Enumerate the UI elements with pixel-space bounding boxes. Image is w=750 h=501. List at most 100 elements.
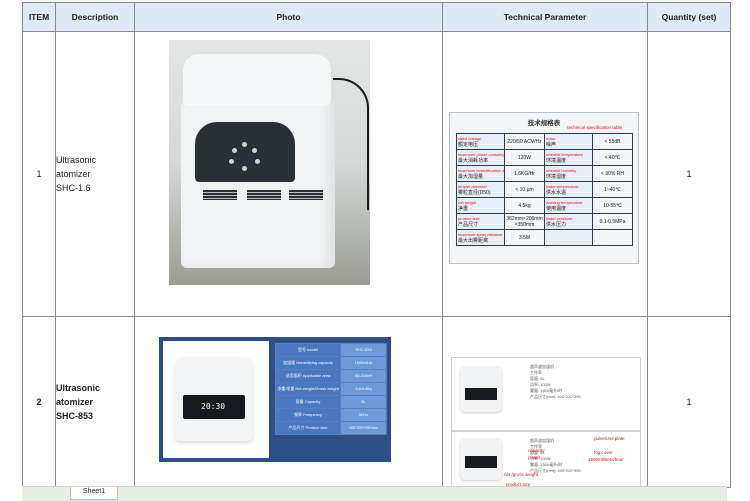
photo-spec-key: 容量 Capacity (275, 395, 341, 409)
spec-line: 容量: 6L (530, 376, 545, 381)
spec-cell: 4.5kg (504, 197, 545, 214)
description-line: atomizer (56, 169, 91, 179)
spec-line: 容量: 6L (530, 450, 545, 455)
description-cell[interactable]: Ultrasonic atomizer SHC-853 (55, 316, 135, 488)
item-number-cell[interactable]: 2 (22, 316, 56, 488)
spec-sheet-image[interactable]: 超声波加湿机 工作率 容量: 6L 功率: 100W 雾量: 1500毫升/时 … (451, 357, 641, 431)
spec-label: 环境温度 (546, 157, 567, 164)
spec-value: 362mm×206mm ×350mm (506, 215, 543, 228)
photo-spec-value: 50Hz (340, 408, 387, 422)
description-line: Ultrasonic (56, 155, 97, 165)
spec-label: 产品尺寸 (458, 221, 479, 228)
spec-label-en: maximum power consumption (458, 151, 505, 157)
item-number-cell[interactable]: 1 (22, 31, 56, 317)
spec-label-en: product size (458, 215, 480, 221)
spec-sheet-image[interactable]: 技术规格表 technical specification table rate… (449, 112, 639, 264)
description-line: atomizer (56, 397, 94, 407)
header-photo[interactable]: Photo (134, 2, 443, 32)
humidifier-thumbnail (460, 438, 502, 480)
spec-label: 噪声 (546, 141, 557, 148)
spec-label-en: water temperature (546, 183, 579, 189)
product-photo-shc16[interactable] (169, 40, 370, 285)
sheet-tab[interactable]: Sheet1 (70, 487, 118, 500)
spec-value: < 10 μm (515, 186, 534, 193)
photo-spec-key: 净重/毛重 Net weight/Gross weight (275, 382, 341, 396)
photo-spec-key: 型号 model (275, 343, 341, 357)
photo-spec-value: 3.6/4.8kg (340, 382, 387, 396)
spec-label: 环境湿度 (546, 173, 567, 180)
photo-spec-key: 频率 Frequency (275, 408, 341, 422)
technical-cell[interactable]: 技术规格表 technical specification table rate… (442, 31, 648, 317)
spec-label: 使用温度 (546, 205, 567, 212)
note-pulverizer: pulverizer plate (594, 436, 625, 441)
spec-label: 供水水温 (546, 189, 567, 196)
spec-lines: 超声波加湿机 工作率 容量: 6L 功率: 100W 雾量: 1500毫升/时 … (530, 364, 581, 400)
header-quantity[interactable]: Quantity (set) (647, 2, 731, 32)
note-fog-value: 1500ml/liters/hour (588, 457, 624, 462)
quantity-cell[interactable]: 1 (647, 31, 731, 317)
spec-line: 产品尺寸(mm): 400*220*350 (530, 394, 581, 399)
spec-cell: 0.1-0.5MPa (592, 213, 633, 230)
spec-value: 4.5kg (518, 202, 531, 209)
note-power: power (528, 455, 541, 460)
photo-cell[interactable] (134, 31, 443, 317)
spec-label: 供水压力 (546, 221, 567, 228)
spec-label-en: droplet diameter (458, 183, 487, 189)
spec-cell: < 90% RH (592, 165, 633, 182)
header-technical-parameter[interactable]: Technical Parameter (442, 2, 648, 32)
spec-cell: maximum humidification output最大加湿量 (456, 165, 505, 182)
spec-label-en: water pressure (546, 215, 573, 221)
spec-label: 净重 (458, 205, 469, 212)
indicator-icon (229, 159, 234, 164)
knob-icon (242, 142, 247, 147)
photo-spec-key: 产品尺寸 Product size (275, 421, 341, 435)
note-weight: net /gross weight (504, 472, 539, 477)
photo-spec-value: 5L (340, 395, 387, 409)
spec-cell: < 55dB (592, 133, 633, 150)
header-description[interactable]: Description (55, 2, 135, 32)
spec-label: 最大消耗功率 (458, 157, 489, 164)
header-item[interactable]: ITEM (22, 2, 56, 32)
spec-line: 雾量: 1500毫升/时 (530, 388, 563, 393)
spec-value: 120W (517, 154, 532, 161)
spec-label-en: rated voltage (458, 135, 482, 141)
display-screen: 20:30 (183, 395, 245, 419)
spec-cell (592, 229, 633, 246)
quantity-cell[interactable]: 1 (647, 316, 731, 488)
table-row: 2 Ultrasonic atomizer SHC-853 20:30 (22, 316, 731, 493)
spec-cell: < 40℃ (592, 149, 633, 166)
spec-cell (544, 229, 593, 246)
indicator-icon (242, 166, 247, 171)
spec-value: 3.5M (518, 234, 531, 241)
spec-cell: 1.6KG/Hr (504, 165, 545, 182)
photo-spec-key: 适用面积 Applicable area (275, 369, 341, 383)
spec-sheet-annotated-image[interactable]: 超声波加湿机 工作率 容量: 6L 功率: 100W 雾量: 1500毫升/时 … (451, 431, 641, 493)
spec-label-en: ambient humidity (546, 167, 577, 173)
spec-line: 超声波加湿机 (530, 438, 554, 443)
spec-line: 产品尺寸(mm): 400*220*350 (530, 468, 581, 473)
vent-grille (203, 190, 237, 200)
product-render: 20:30 (163, 341, 269, 458)
sheet-tab-bar: Sheet1 (22, 486, 727, 501)
technical-cell[interactable]: 超声波加湿机 工作率 容量: 6L 功率: 100W 雾量: 1500毫升/时 … (442, 316, 648, 493)
description-line: Ultrasonic (56, 383, 101, 393)
description-cell[interactable]: Ultrasonic atomizer SHC-1.6 (55, 31, 135, 317)
spec-line: 功率: 100W (530, 456, 551, 461)
